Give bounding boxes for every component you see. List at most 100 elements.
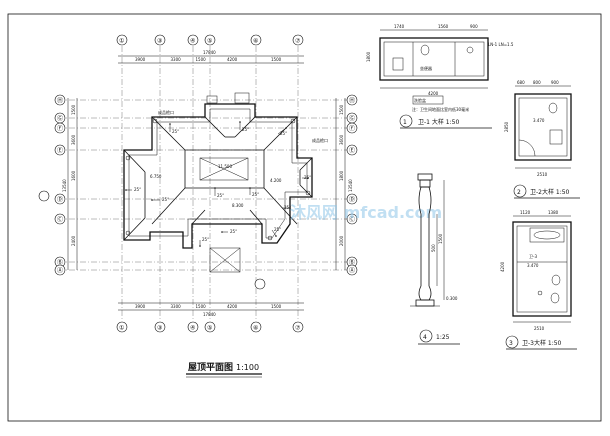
slope-arrow-head (151, 199, 153, 201)
slope-label: 25° (242, 127, 249, 132)
detail-w1: 1740 1560 900 4200 1800 坐便器 LN-1 LN=1.5 … (366, 24, 514, 129)
sheet-border (7, 13, 602, 422)
w2-dim-1: 680 (517, 80, 525, 85)
w1-outline (379, 37, 489, 81)
elevation-1: 11.500 (218, 164, 232, 169)
dim-right: 3600 (339, 134, 344, 145)
grid-label: Ⓐ (57, 267, 63, 275)
grid-label: ⑦ (295, 325, 301, 332)
w3-toilet-icon (551, 274, 561, 286)
slope-arrow-head (239, 121, 241, 123)
roof-eave-outline (123, 103, 313, 249)
w1-dim-1: 1740 (394, 24, 405, 29)
grid-bubble-top (250, 321, 262, 333)
slope-arrow (277, 127, 287, 135)
grid-bubble-top (187, 321, 199, 333)
d4-dim-2: 1500 (438, 233, 443, 244)
dim-bottom: 1500 (271, 304, 282, 309)
slope-arrow-head (275, 235, 277, 237)
grid-label: ⑥ (253, 38, 258, 45)
grid-label: ⑤ (207, 38, 212, 45)
dim-top: 3900 (135, 57, 146, 62)
dim-left: 1500 (71, 104, 76, 115)
grid-bubble-top (116, 34, 128, 46)
dim-top: 4200 (227, 57, 238, 62)
grid-bubble-side (54, 144, 66, 156)
eave-note-left: 成品檐口 (158, 109, 174, 115)
w2-title: 卫-2大样 1:50 (530, 188, 570, 196)
w2-number: 2 (517, 189, 521, 196)
grid-label: Ⓑ (349, 259, 355, 267)
dim-bottom: 3300 (171, 304, 182, 309)
entry-canopy (209, 247, 241, 273)
downpipes (125, 118, 311, 241)
grid-label: ④ (190, 325, 195, 332)
w2-door-swing (518, 139, 536, 157)
w3-dim-2: 1380 (548, 210, 559, 215)
vent-box (206, 95, 218, 104)
dim-top: 1500 (271, 57, 282, 62)
w3-outline (512, 221, 572, 317)
w2-dim-2: 800 (533, 80, 541, 85)
detail-w3: 1120 1380 4200 2510 卫-3 3.470 3 卫-3大样 1:… (500, 210, 577, 350)
grid-label: Ⓑ (57, 259, 63, 267)
dim-bottom: 4200 (227, 304, 238, 309)
d4-number: 4 (423, 334, 427, 341)
dimension-lines (67, 55, 346, 311)
grid-label: Ⓓ (349, 196, 355, 204)
grid-label: ④ (190, 38, 195, 45)
plan-scale: 1:100 (236, 363, 259, 372)
grid-bubble-extra (38, 190, 50, 202)
dim-left: 2400 (71, 235, 76, 246)
dim-bottom: 3900 (135, 304, 146, 309)
w3-toilet-icon-2 (550, 292, 560, 304)
w2-toilet-icon (548, 102, 558, 114)
w3-number: 3 (509, 340, 513, 347)
w1-dim-total: 4200 (428, 91, 439, 96)
slope-arrow-head (214, 187, 216, 189)
toilet-icon (420, 44, 430, 56)
grid-label: Ⓗ (349, 97, 355, 105)
w1-label-toilet: 坐便器 (420, 65, 432, 71)
w2-sink-icon (549, 129, 563, 145)
dim-left-total: 13540 (62, 179, 67, 192)
detail-w2: 680 800 900 2510 2850 3.470 2 卫-2大样 1:50 (504, 80, 580, 199)
d4-number-bubble (419, 329, 433, 343)
elevation-4: 4.200 (270, 178, 282, 183)
slope-arrow-head (221, 231, 223, 233)
w2-dim-3: 900 (551, 80, 559, 85)
grid-bubble-side (54, 264, 66, 276)
grid-label: Ⓔ (349, 147, 355, 155)
horizontal-grid-lines (58, 99, 354, 271)
w3-dim-1: 1120 (520, 210, 531, 215)
grid-bubble-side (346, 213, 358, 225)
section-mark (254, 278, 266, 290)
slope-label: 25° (284, 205, 291, 210)
d4-scale: 1:25 (436, 334, 450, 341)
slope-arrow-head (307, 177, 309, 179)
w2-dim-side: 2850 (504, 121, 509, 132)
grid-bubble-side (346, 264, 358, 276)
w3-drain-icon (537, 290, 543, 296)
grid-label: ① (119, 325, 124, 332)
slope-label: 25° (280, 131, 287, 136)
w1-number-bubble (399, 114, 413, 128)
grid-bubble-top (250, 34, 262, 46)
w1-dim-side: 1800 (366, 51, 371, 62)
w3-title: 卫-3大样 1:50 (522, 339, 562, 347)
w3-number-bubble (505, 335, 519, 349)
slope-label: 25° (134, 187, 141, 192)
floor-drain-icon (466, 46, 474, 54)
grid-label: Ⓒ (349, 216, 355, 224)
grid-bubble-side (54, 94, 66, 106)
dim-bottom-total: 17840 (203, 312, 216, 317)
grid-bubble-top (154, 321, 166, 333)
grid-bubble-side (54, 122, 66, 134)
w3-room-label: 卫-3 (529, 254, 537, 259)
chimney (234, 92, 250, 104)
grid-bubble-side (346, 193, 358, 205)
dim-left: 3600 (71, 134, 76, 145)
